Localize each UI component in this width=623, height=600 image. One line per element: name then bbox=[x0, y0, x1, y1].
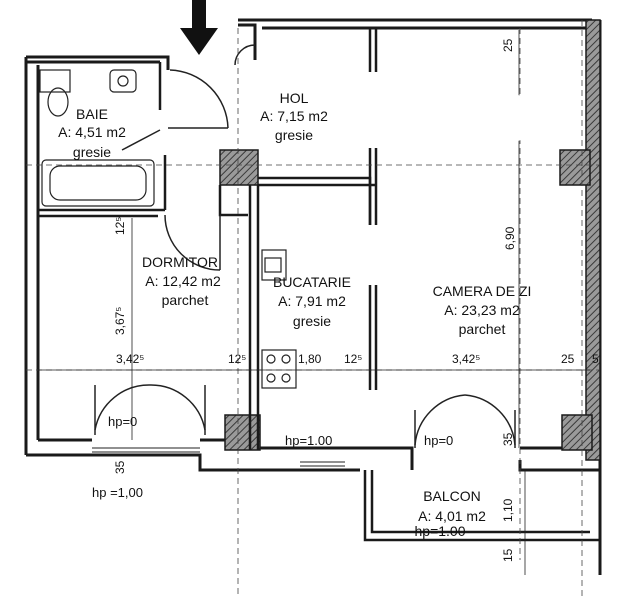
dimension-bottom-left: 35 bbox=[113, 460, 127, 474]
dimension-balcon-depth: 1,10 bbox=[501, 498, 515, 522]
room-name-dormitor: DORMITOR bbox=[142, 254, 218, 270]
room-finish-hol: gresie bbox=[274, 127, 314, 143]
dimension-top-right: 25 bbox=[501, 38, 515, 52]
interior-walls bbox=[38, 28, 600, 542]
room-area-balcon: A: 4,01 m2 bbox=[418, 508, 486, 524]
dimension-bottom-right: 35 bbox=[501, 432, 515, 446]
window-height-camera: hp=0 bbox=[424, 433, 454, 448]
dimension-wall-a: 12⁵ bbox=[228, 352, 247, 366]
room-area-camera-de-zi: A: 23,23 m2 bbox=[444, 302, 520, 318]
erased-patch bbox=[370, 88, 550, 148]
room-area-bucatarie: A: 7,91 m2 bbox=[278, 293, 346, 309]
dimension-camera-depth: 6,90 bbox=[503, 226, 517, 250]
room-name-hol: HOL bbox=[279, 90, 309, 106]
room-area-dormitor: A: 12,42 m2 bbox=[145, 273, 221, 289]
room-finish-bucatarie: gresie bbox=[292, 313, 332, 329]
window-height-bucatarie: hp=1.00 bbox=[285, 433, 333, 448]
room-height-balcon: hp=1.00 bbox=[414, 523, 466, 539]
room-finish-camera-de-zi: parchet bbox=[458, 321, 506, 337]
room-name-camera-de-zi: CAMERA DE ZI bbox=[432, 283, 532, 299]
room-name-balcon: BALCON bbox=[423, 488, 481, 504]
dimension-dormitor-depth: 3,67⁵ bbox=[113, 306, 127, 335]
room-finish-dormitor: parchet bbox=[161, 292, 209, 308]
doors bbox=[94, 44, 516, 448]
room-name-baie: BAIE bbox=[76, 106, 108, 122]
room-finish-baie: gresie bbox=[72, 144, 112, 160]
room-name-bucatarie: BUCATARIE bbox=[272, 274, 352, 290]
dimension-dormitor-width: 3,42⁵ bbox=[116, 352, 145, 366]
bathroom-fixtures bbox=[39, 69, 155, 207]
window-height-dormitor: hp=0 bbox=[108, 414, 138, 429]
dimension-camera-width: 3,42⁵ bbox=[452, 352, 481, 366]
kitchen-fixtures bbox=[261, 249, 297, 389]
dimension-balcon-bottom: 15 bbox=[501, 548, 515, 562]
down-arrow-icon bbox=[180, 0, 218, 55]
dimension-right-wall: 25 bbox=[561, 352, 575, 366]
structural-columns bbox=[219, 149, 593, 451]
dimension-kitchen-width: 1,80 bbox=[298, 352, 322, 366]
dimension-wall-b: 12⁵ bbox=[344, 352, 363, 366]
room-area-baie: A: 4,51 m2 bbox=[58, 124, 126, 140]
room-area-hol: A: 7,15 m2 bbox=[260, 108, 328, 124]
dimension-right-wall-b: 5 bbox=[592, 352, 599, 366]
window-height-dormitor-below: hp =1,00 bbox=[92, 485, 143, 500]
right-wall-hatch bbox=[585, 19, 601, 461]
windows bbox=[92, 447, 345, 467]
dimension-dormitor-top: 12⁵ bbox=[113, 216, 127, 235]
